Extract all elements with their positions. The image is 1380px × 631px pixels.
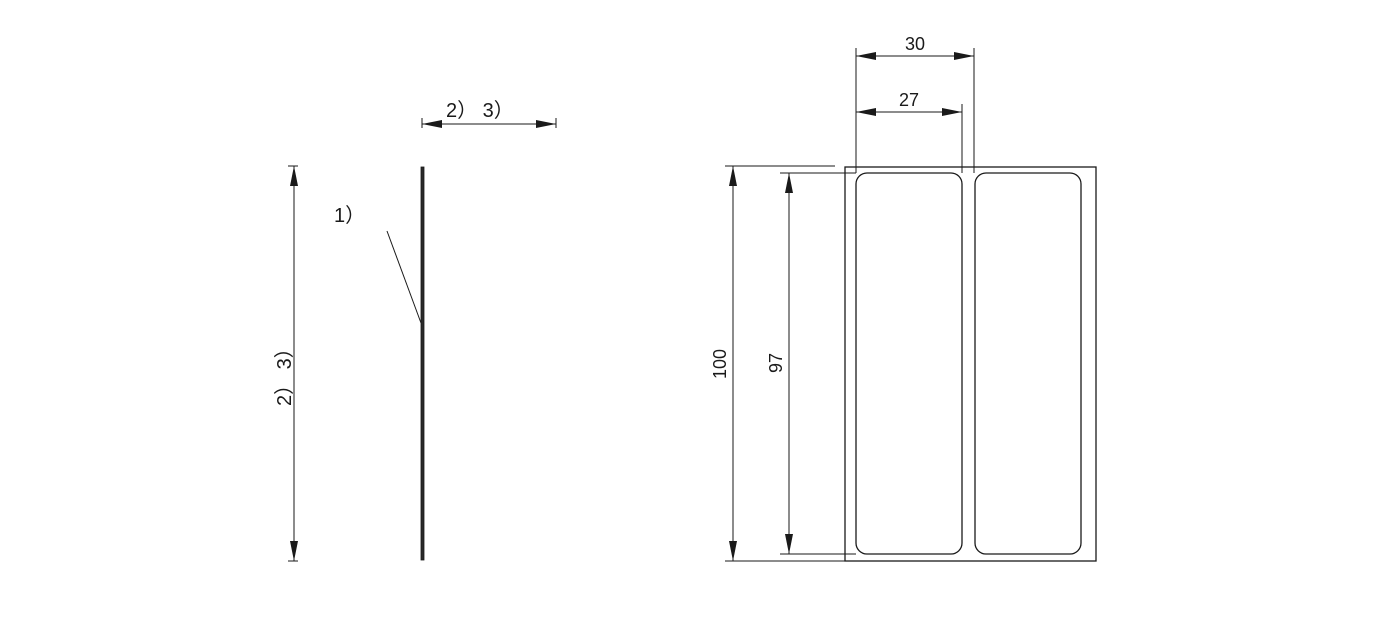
side-thickness-dimension: 2） 3） [421, 99, 557, 128]
side-width-note: 2） 3） [446, 99, 514, 122]
side-height-dimension: 2） 3） [273, 165, 298, 562]
outer-frame [844, 166, 1097, 562]
overall-width-dimension: 30 [855, 34, 975, 173]
overall-height-dimension: 100 [710, 165, 845, 562]
window-height-value: 97 [766, 353, 786, 373]
side-view-plate [420, 166, 425, 561]
side-view: 2） 3） 2） 3） 1） [273, 99, 557, 562]
overall-width-value: 30 [905, 34, 925, 54]
side-height-note: 2） 3） [273, 338, 296, 406]
window-width-value: 27 [899, 90, 919, 110]
right-window [974, 172, 1082, 555]
part-callout-label: 1） [334, 204, 365, 227]
left-window [855, 172, 963, 555]
window-width-dimension: 27 [856, 90, 963, 173]
front-view: 30 27 100 97 [710, 34, 1097, 562]
overall-height-value: 100 [710, 349, 730, 379]
part-callout: 1） [334, 204, 422, 324]
window-height-dimension: 97 [766, 172, 856, 555]
